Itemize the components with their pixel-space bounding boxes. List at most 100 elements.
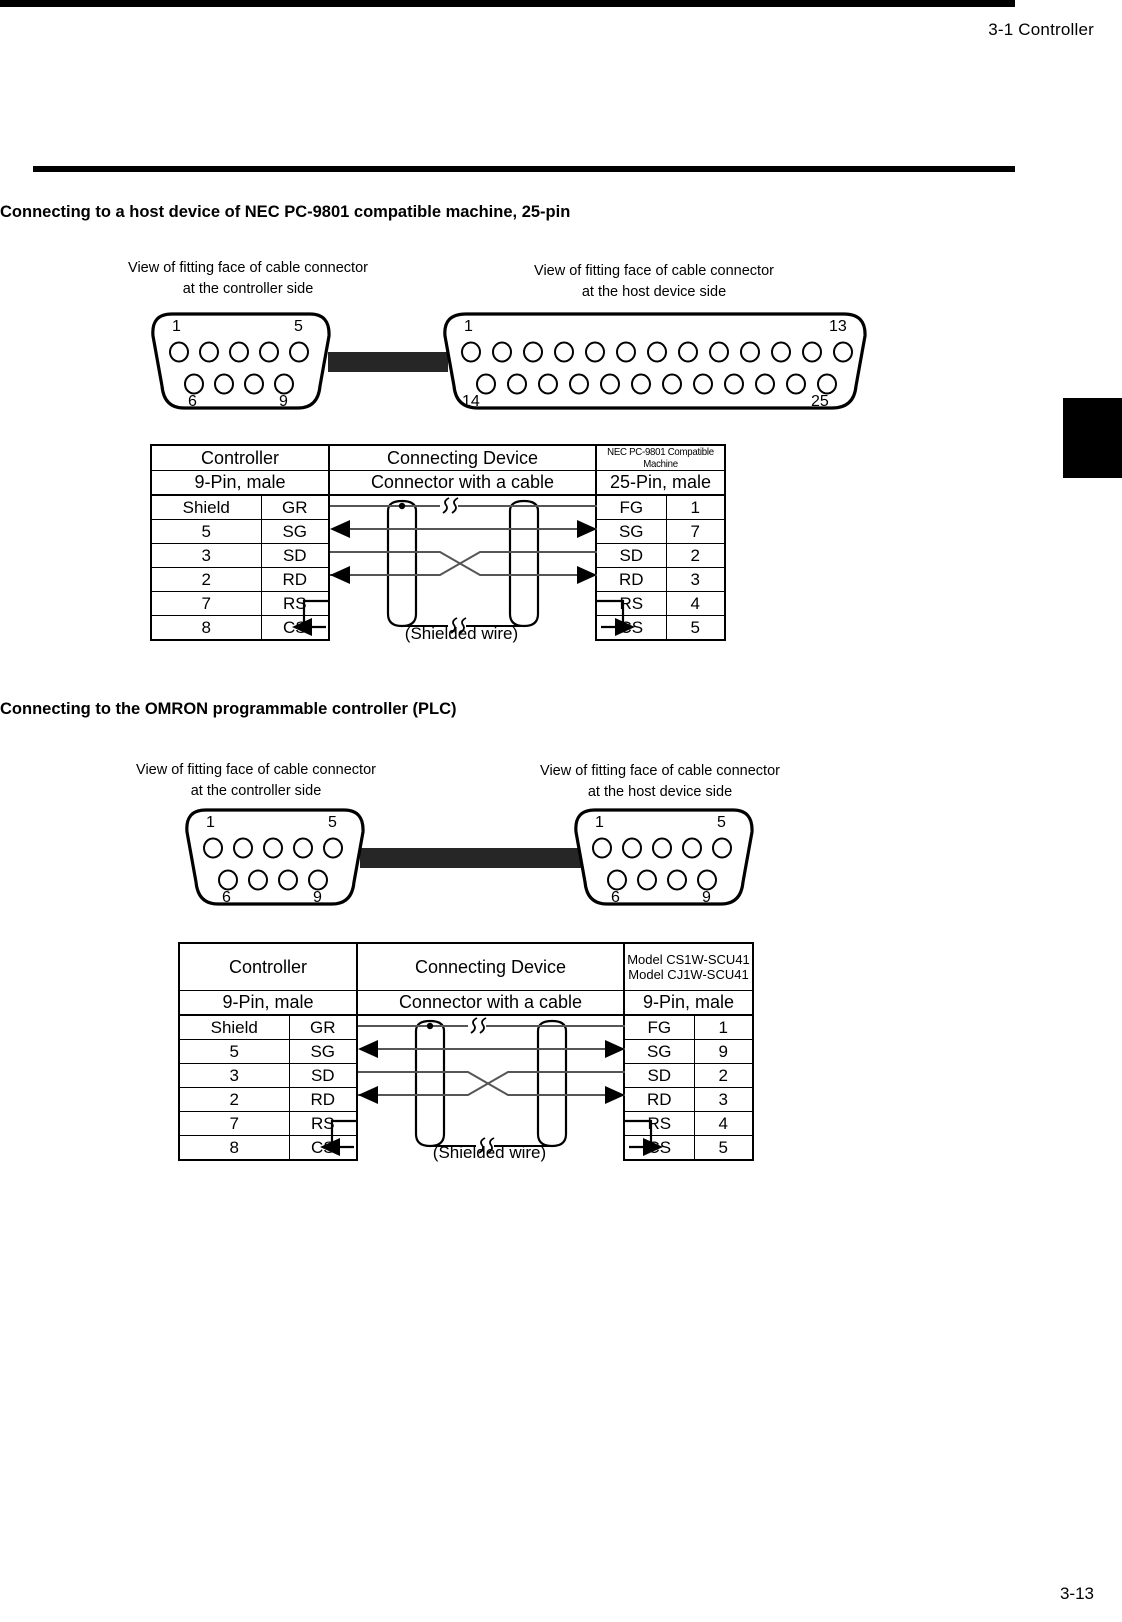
cell-controller-signal: SG [260,519,330,544]
header-host-model-line-2: Model CJ1W-SCU41 [628,967,749,982]
caption-line-1: View of fitting face of cable connector [128,260,368,276]
subheader-host-pins: 25-Pin, male [595,470,727,496]
table-row: 2 RD RD 3 [178,1087,754,1112]
table-header-row: Controller Connecting Device NEC PC-9801… [150,444,725,471]
cell-controller-signal: RD [260,567,330,592]
header-host-model-line-1: Model CS1W-SCU41 [627,951,750,967]
cell-host-pin: 1 [665,494,727,520]
table-row: 3 SD SD 2 [178,1063,754,1088]
pin-label-bottom-right: 9 [313,889,322,906]
subheader-host-pins: 9-Pin, male [623,990,754,1016]
cell-host-signal: FG [623,1014,695,1040]
cell-host-pin: 7 [665,519,727,544]
cell-host-signal: CS [623,1135,695,1161]
header-controller: Controller [178,942,358,991]
cell-controller-pin: 7 [178,1111,290,1136]
cell-controller-signal: GR [260,494,330,520]
cell-controller-signal: SD [260,543,330,568]
page-number: 3-13 [1059,1584,1094,1603]
connector-25pin-host-1: 1 13 14 25 [440,312,870,410]
table-row: Shield GR [178,1014,754,1160]
cell-host-signal: FG [595,494,667,520]
cell-host-signal: SG [595,519,667,544]
cell-controller-signal: CS [260,615,330,641]
table-header-row: Controller Connecting Device Model CS1W-… [178,942,754,991]
cell-controller-signal: GR [288,1014,358,1040]
cell-host-pin: 5 [665,615,727,641]
cell-host-pin: 3 [693,1087,754,1112]
pin-label-top-left: 1 [206,814,215,831]
cell-controller-signal: RD [288,1087,358,1112]
cell-host-pin: 2 [665,543,727,568]
subheader-controller-pins: 9-Pin, male [178,990,358,1016]
cell-controller-pin: 8 [150,615,262,641]
pin-label-bottom-left: 6 [222,889,231,906]
header-connecting-device: Connecting Device [356,942,625,991]
cell-host-pin: 5 [693,1135,754,1161]
pin-label-bottom-left: 14 [462,393,480,410]
wiring-diagram-svg [330,496,597,636]
caption-line-1: View of fitting face of cable connector [534,263,774,279]
section-heading-nec: Connecting to a host device of NEC PC-98… [0,203,571,221]
caption-host-side-2: View of fitting face of cable connector … [521,761,799,802]
connector-9pin-host-2: 1 5 6 9 [571,808,757,906]
cell-host-signal: SG [623,1039,695,1064]
cell-host-signal: RD [623,1087,695,1112]
cell-host-pin: 9 [693,1039,754,1064]
wiring-diagram-svg [358,1016,625,1156]
table-row: Shield GR [150,494,727,640]
cell-host-signal: SD [595,543,667,568]
caption-controller-side-1: View of fitting face of cable connector … [108,258,388,299]
section-heading-omron: Connecting to the OMRON programmable con… [0,700,457,718]
cell-host-signal: CS [595,615,667,641]
pin-label-top-right: 5 [717,814,726,831]
cell-host-signal: RS [595,591,667,616]
pin-label-top-right: 13 [829,318,847,335]
pin-label-bottom-left: 6 [611,889,620,906]
section-divider-rule [33,166,1015,172]
chapter-edge-tab [1063,398,1122,478]
header-host-model: NEC PC-9801 Compatible Machine [600,444,721,471]
cell-controller-pin: Shield [178,1014,290,1040]
cell-controller-pin: 3 [178,1063,290,1088]
cell-controller-signal: RS [260,591,330,616]
cell-controller-signal: CS [288,1135,358,1161]
subheader-cable: Connector with a cable [356,990,625,1016]
connector-9pin-controller-1: 1 5 6 9 [148,312,334,410]
subheader-controller-pins: 9-Pin, male [150,470,330,496]
cell-controller-signal: RS [288,1111,358,1136]
caption-line-2: at the controller side [182,280,314,297]
caption-controller-side-2: View of fitting face of cable connector … [116,760,396,801]
pin-label-bottom-right: 9 [702,889,711,906]
table-subheader-row: 9-Pin, male Connector with a cable 25-Pi… [150,470,727,496]
pin-label-top-right: 5 [294,318,303,335]
header-connecting-device: Connecting Device [328,444,597,471]
connector-9pin-controller-2: 1 5 6 9 [182,808,368,906]
table-subheader-row: 9-Pin, male Connector with a cable 9-Pin… [178,990,754,1016]
cell-host-signal: SD [623,1063,695,1088]
cell-host-pin: 4 [693,1111,754,1136]
cable-link-2 [360,848,586,868]
caption-host-side-1: View of fitting face of cable connector … [515,261,793,302]
caption-line-1: View of fitting face of cable connector [540,763,780,779]
cell-host-pin: 3 [665,567,727,592]
pin-label-bottom-right: 9 [279,393,288,410]
cell-host-pin: 1 [693,1014,754,1040]
cable-link-1 [328,352,448,372]
cell-controller-signal: SD [288,1063,358,1088]
shielded-wire-note-1: (Shielded wire) [404,624,519,643]
caption-line-1: View of fitting face of cable connector [136,762,376,778]
pin-label-top-right: 5 [328,814,337,831]
cell-controller-pin: 7 [150,591,262,616]
pin-assignment-table-nec: Controller Connecting Device NEC PC-9801… [150,444,727,641]
pin-label-bottom-left: 6 [188,393,197,410]
pin-label-top-left: 1 [595,814,604,831]
wiring-diagram-cell [320,1015,663,1160]
cell-host-pin: 4 [665,591,727,616]
caption-line-2: at the host device side [581,283,727,300]
page-header-title: 3-1 Controller [988,20,1094,39]
cell-host-pin: 2 [693,1063,754,1088]
pin-assignment-table-omron: Controller Connecting Device Model CS1W-… [178,942,754,1161]
cell-controller-pin: 5 [178,1039,290,1064]
caption-line-2: at the host device side [587,783,733,800]
